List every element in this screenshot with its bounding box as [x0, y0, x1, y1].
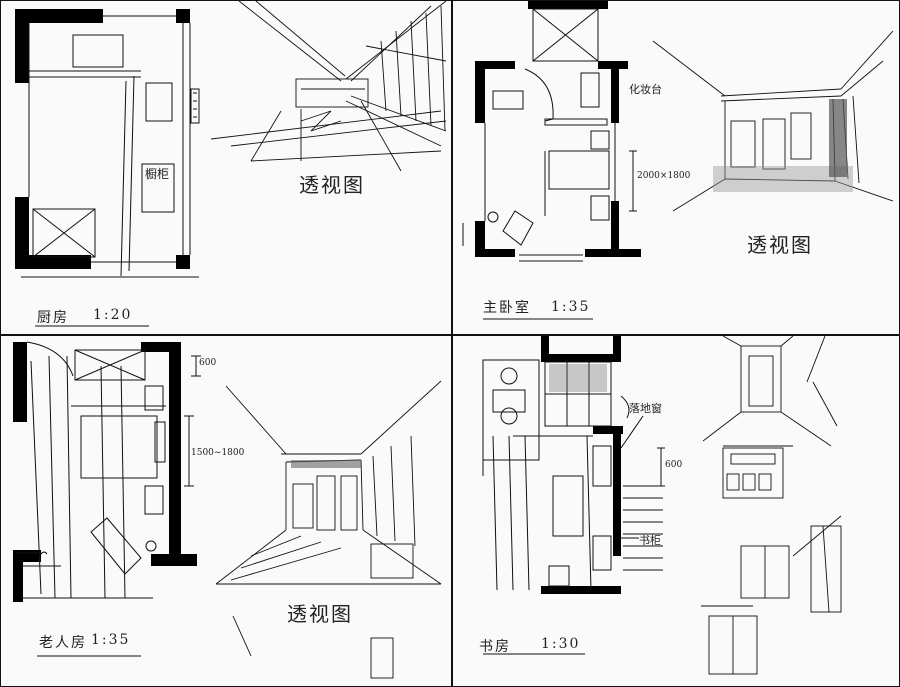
bedroom-caption: 主卧室 [483, 300, 531, 316]
study-scale: 1:30 [541, 636, 581, 652]
study-caption: 书房 [479, 639, 511, 655]
elderly-perspective-label: 透视图 [287, 602, 353, 626]
elderly-scale: 1:35 [91, 632, 131, 648]
bedroom-drawing [462, 1, 894, 320]
window-note: 落地窗 [629, 402, 662, 415]
study-drawing [482, 336, 842, 675]
elderly-caption: 老人房 [39, 635, 87, 651]
dim-top: 600 [199, 358, 217, 368]
panel-master-bedroom: 化妆台 2000×1800 透视图 主卧室 1:35 [452, 0, 900, 335]
kitchen-perspective-label: 透视图 [299, 173, 365, 197]
dresser-note: 化妆台 [629, 83, 662, 96]
cabinet-note: 书柜 [639, 534, 661, 547]
kitchen-scale: 1:20 [93, 307, 133, 323]
cabinet-label: 橱柜 [145, 167, 170, 181]
panel-kitchen: 橱柜 透视图 厨房 1:20 [0, 0, 452, 335]
panel-elderly-room: 600 1500~1800 透视图 老人房 1:35 [0, 335, 452, 687]
panel-study: 落地窗 书柜 600 书房 1:30 [452, 335, 900, 687]
study-dim: 600 [665, 460, 683, 470]
bed-size-note: 2000×1800 [637, 171, 691, 181]
bedroom-perspective-label: 透视图 [747, 233, 813, 257]
dim-side: 1500~1800 [191, 448, 245, 458]
kitchen-drawing [15, 1, 447, 327]
bedroom-scale: 1:35 [551, 299, 591, 315]
elderly-room-drawing [13, 341, 442, 679]
kitchen-caption: 厨房 [37, 310, 69, 326]
